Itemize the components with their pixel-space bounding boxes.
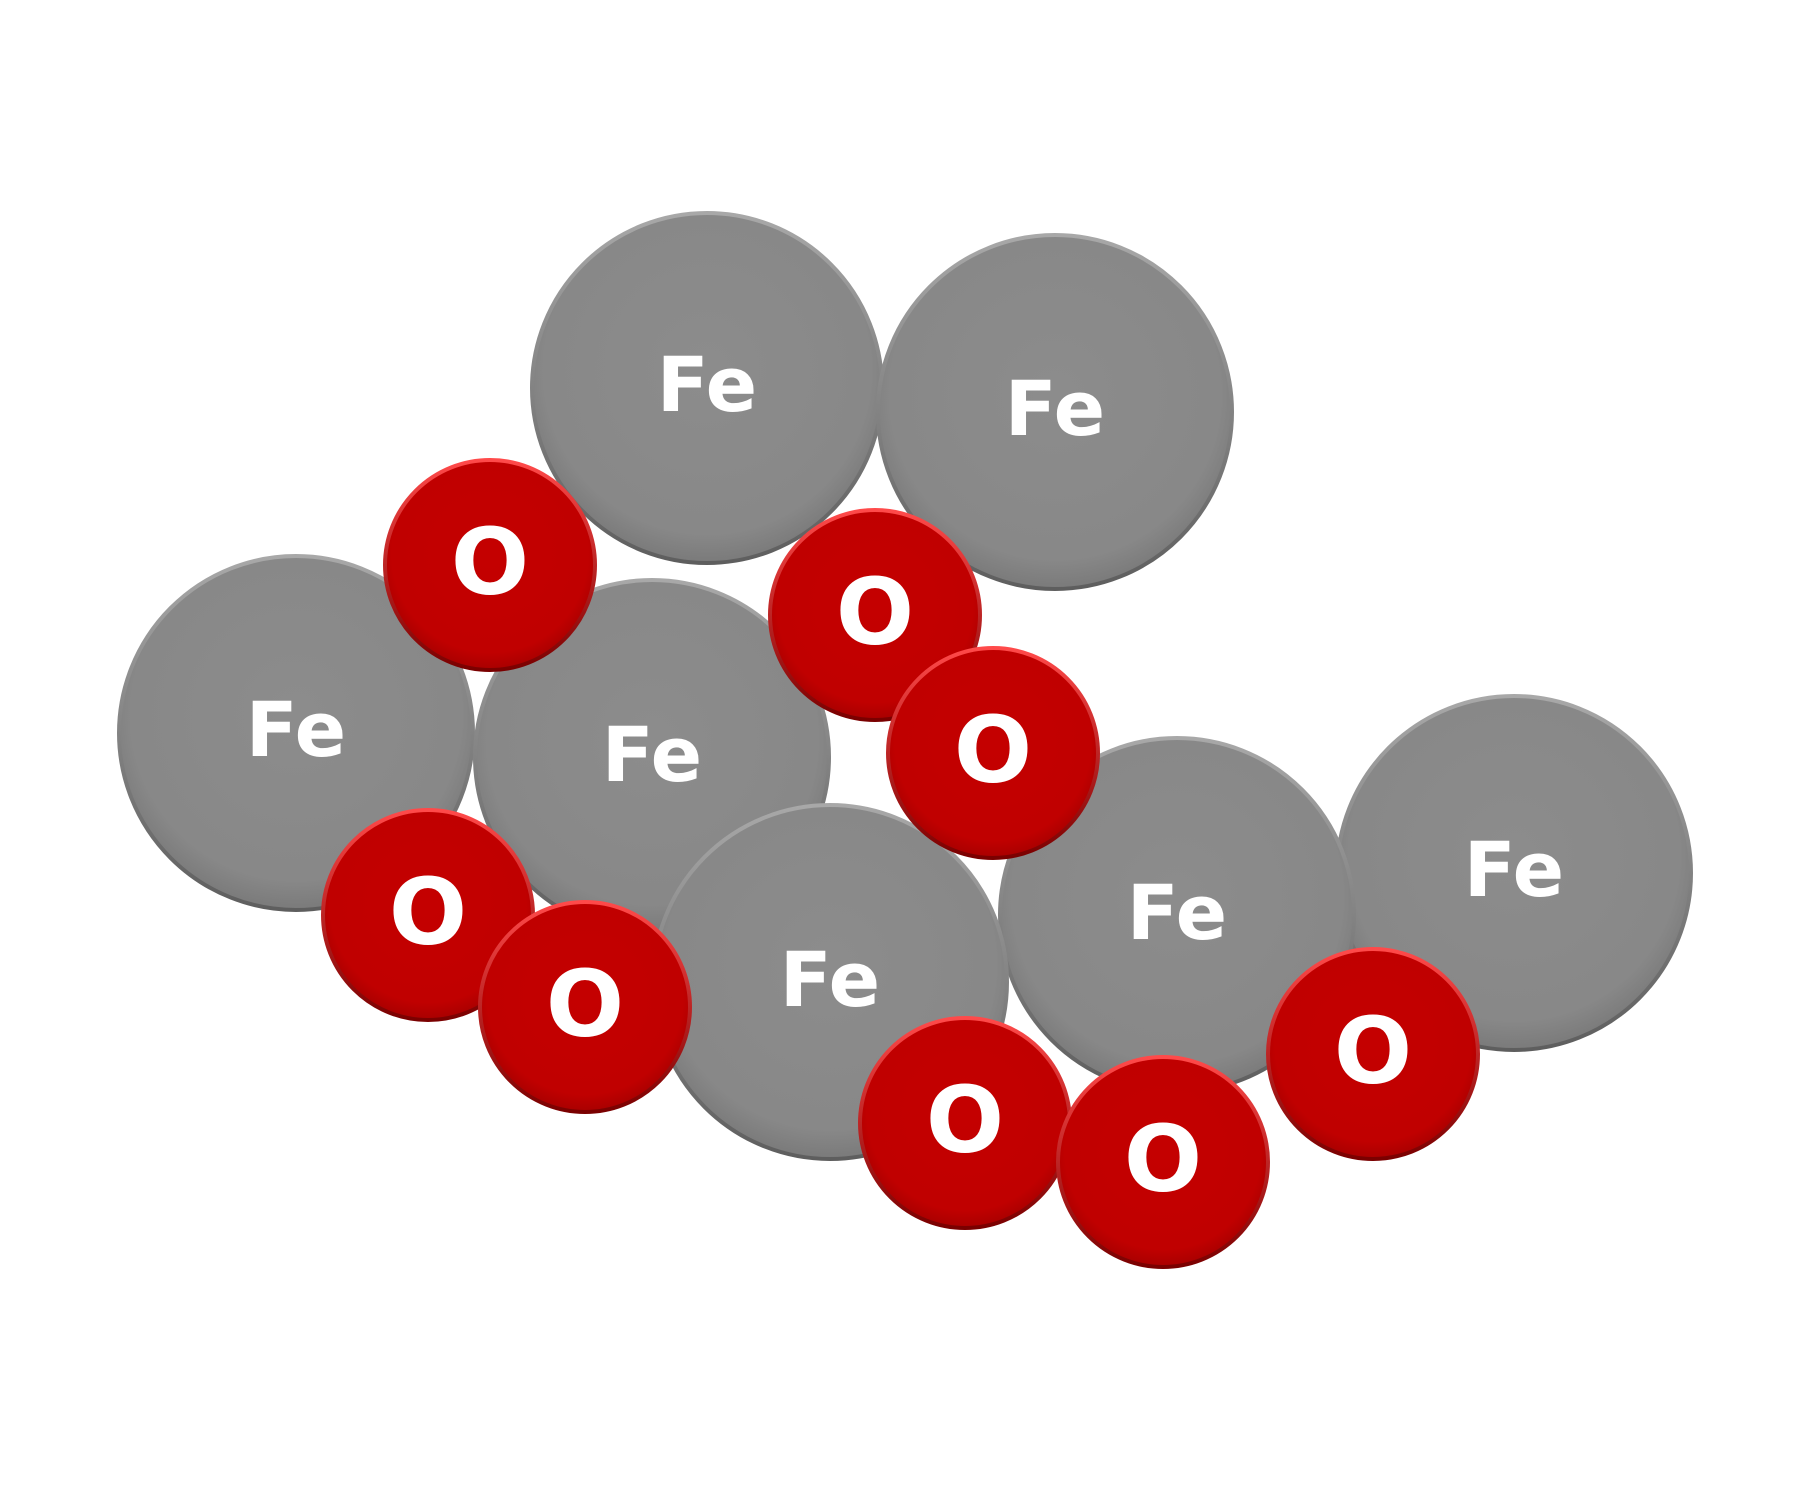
iron-label: Fe	[602, 710, 702, 799]
iron-label: Fe	[657, 340, 757, 429]
oxygen-atom: O	[1266, 947, 1480, 1161]
oxygen-label: O	[836, 558, 914, 665]
oxygen-label: O	[954, 696, 1032, 803]
iron-label: Fe	[1005, 364, 1105, 453]
oxygen-atom: O	[768, 508, 982, 722]
oxygen-label: O	[1334, 997, 1412, 1104]
oxygen-atom: O	[858, 1016, 1072, 1230]
iron-atom: Fe	[530, 211, 884, 565]
oxygen-atom: O	[1056, 1055, 1270, 1269]
oxygen-label: O	[1124, 1105, 1202, 1212]
oxygen-label: O	[451, 508, 529, 615]
iron-label: Fe	[1464, 825, 1564, 914]
oxygen-atom: O	[886, 646, 1100, 860]
iron-atom: Fe	[876, 233, 1234, 591]
oxygen-label: O	[389, 858, 467, 965]
iron-label: Fe	[1127, 868, 1227, 957]
oxygen-atom: O	[478, 900, 692, 1114]
oxygen-label: O	[926, 1066, 1004, 1173]
iron-label: Fe	[246, 685, 346, 774]
iron-atom: Fe	[998, 736, 1356, 1094]
oxygen-atom: O	[321, 808, 535, 1022]
oxygen-atom: O	[383, 458, 597, 672]
iron-label: Fe	[780, 935, 880, 1024]
oxygen-label: O	[546, 950, 624, 1057]
